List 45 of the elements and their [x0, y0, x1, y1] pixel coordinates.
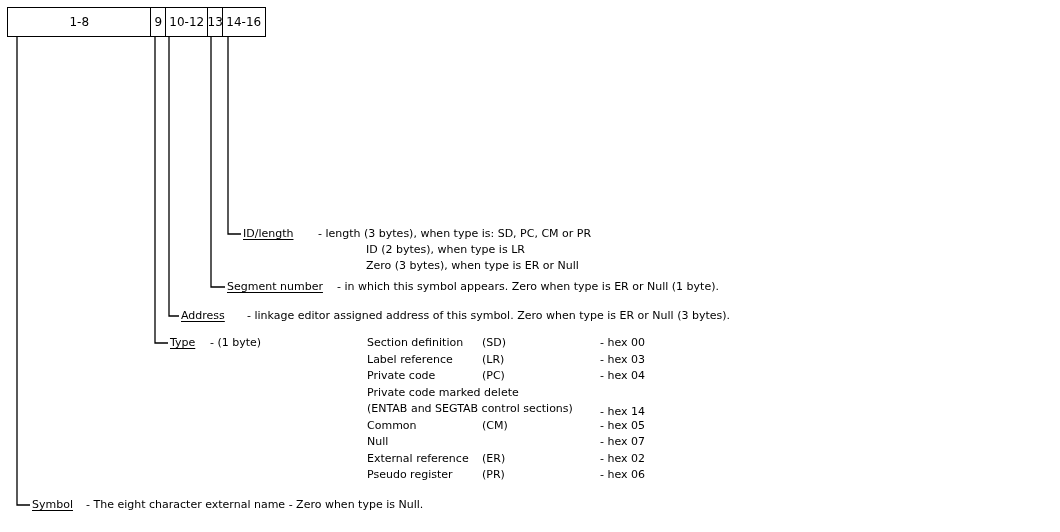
- leader-line: [210, 36, 226, 288]
- field-cell: 13: [207, 7, 224, 37]
- hex-code: - hex 02: [600, 450, 645, 467]
- field-name: Address: [181, 308, 225, 324]
- type-name: Private code marked delete: [367, 384, 519, 401]
- leader-line: [168, 36, 180, 317]
- hex-code: - hex 14: [600, 404, 645, 420]
- type-name: Common: [367, 417, 417, 434]
- hex-code: - hex 06: [600, 467, 645, 483]
- field-name: ID/length: [243, 226, 294, 242]
- field-cell: 14-16: [222, 7, 266, 37]
- type-name: External reference: [367, 450, 469, 467]
- field-description: - The eight character external name - Zero when type is Null.: [86, 497, 424, 513]
- field-name: Symbol: [32, 497, 73, 513]
- hex-code: - hex 04: [600, 368, 645, 384]
- field-description: ID (2 bytes), when type is LR: [366, 242, 525, 258]
- field-description: - in which this symbol appears. Zero when type is ER or Null (1 byte).: [337, 279, 719, 295]
- type-name: (ENTAB and SEGTAB control sections): [367, 401, 573, 417]
- field-name: Type: [170, 335, 196, 351]
- type-name: Label reference: [367, 351, 453, 368]
- hex-code: - hex 03: [600, 351, 645, 368]
- type-name: Null: [367, 434, 389, 450]
- type-name: Pseudo register: [367, 467, 453, 483]
- field-description: - linkage editor assigned address of this symbol. Zero when type is ER or Null (3 bytes).: [247, 308, 731, 324]
- hex-code: - hex 00: [600, 335, 645, 351]
- field-description: - length (3 bytes), when type is: SD, PC, CM or PR: [318, 226, 592, 242]
- type-abbreviation: (CM): [482, 417, 508, 434]
- type-name: Private code: [367, 368, 436, 384]
- field-description: - (1 byte): [210, 335, 262, 351]
- type-abbreviation: (ER): [482, 450, 506, 467]
- leader-line: [154, 36, 169, 344]
- field-name: Segment number: [227, 279, 323, 295]
- type-name: Section definition: [367, 335, 464, 351]
- type-abbreviation: (PC): [482, 368, 505, 384]
- hex-code: - hex 07: [600, 434, 645, 450]
- field-description: Zero (3 bytes), when type is ER or Null: [366, 258, 579, 274]
- type-abbreviation: (LR): [482, 351, 505, 368]
- type-abbreviation: (SD): [482, 335, 507, 351]
- type-abbreviation: (PR): [482, 467, 505, 483]
- field-cell: 10-12: [165, 7, 209, 37]
- field-cell: 1-8: [7, 7, 152, 37]
- field-cell: 9: [150, 7, 167, 37]
- leader-line: [16, 36, 31, 506]
- leader-line: [227, 36, 242, 235]
- hex-code: - hex 05: [600, 417, 645, 434]
